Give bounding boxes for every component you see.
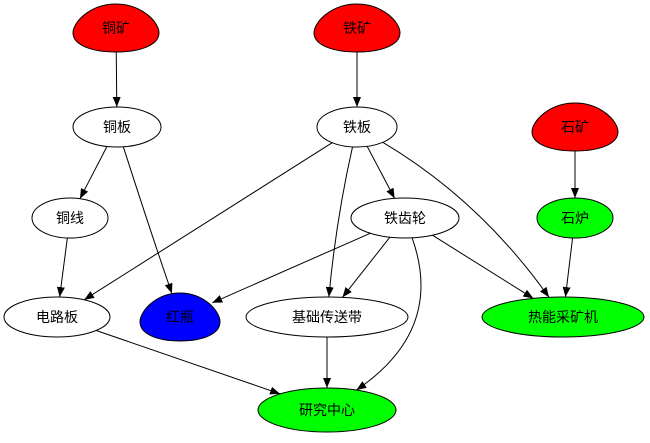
node-label: 红瓶 xyxy=(166,310,194,326)
node-lab[interactable]: 研究中心 xyxy=(257,387,397,433)
node-red-flask[interactable]: 红瓶 xyxy=(139,292,221,342)
node-shape xyxy=(245,296,409,338)
node-label: 铁齿轮 xyxy=(384,211,426,227)
node-shape xyxy=(72,3,160,53)
node-drill[interactable]: 热能采矿机 xyxy=(481,296,645,338)
node-iron-plate[interactable]: 铁板 xyxy=(316,106,398,148)
edge-iron_gear-to-lab xyxy=(356,237,422,391)
node-shape xyxy=(139,292,221,342)
node-shape xyxy=(350,197,460,239)
node-iron-ore[interactable]: 铁矿 xyxy=(313,3,401,53)
node-shape xyxy=(3,296,111,338)
node-stone-furnace[interactable]: 石炉 xyxy=(536,197,614,239)
node-shape xyxy=(316,106,398,148)
node-shape xyxy=(536,197,614,239)
node-shape xyxy=(531,102,619,152)
node-label: 铁板 xyxy=(343,120,371,136)
edge-copper_plate-to-copper_wire xyxy=(79,146,108,199)
node-shape xyxy=(313,3,401,53)
edge-copper_plate-to-red_flask xyxy=(122,146,173,294)
edge-iron_plate-to-drill xyxy=(382,141,550,298)
edge-copper_ore-to-copper_plate xyxy=(112,51,121,108)
node-label: 石矿 xyxy=(561,120,589,136)
node-shape xyxy=(72,106,162,148)
node-label: 基础传送带 xyxy=(292,309,362,326)
node-label: 研究中心 xyxy=(299,403,355,419)
node-label: 铜板 xyxy=(103,120,131,136)
edge-circuit-to-lab xyxy=(95,330,281,395)
node-shape xyxy=(481,296,645,338)
edge-stone_furnace-to-drill xyxy=(562,237,574,298)
node-iron-gear[interactable]: 铁齿轮 xyxy=(350,197,460,239)
node-shape xyxy=(31,197,109,239)
edge-iron_plate-to-circuit xyxy=(83,142,333,301)
node-copper-plate[interactable]: 铜板 xyxy=(72,106,162,148)
edge-iron_gear-to-drill xyxy=(432,234,534,299)
node-circuit[interactable]: 电路板 xyxy=(3,296,111,338)
node-shape xyxy=(257,387,397,433)
node-label: 电路板 xyxy=(36,310,78,326)
node-label: 铜线 xyxy=(56,211,84,227)
node-label: 铁矿 xyxy=(343,21,371,37)
edge-copper_wire-to-circuit xyxy=(56,237,68,298)
edge-iron_gear-to-red_flask xyxy=(212,232,371,304)
node-label: 铜矿 xyxy=(102,21,130,37)
node-label: 石炉 xyxy=(561,211,589,227)
node-copper-ore[interactable]: 铜矿 xyxy=(72,3,160,53)
node-label: 热能采矿机 xyxy=(528,310,598,326)
node-belt[interactable]: 基础传送带 xyxy=(245,296,409,338)
edge-iron_plate-to-belt xyxy=(325,146,353,298)
edge-iron_plate-to-iron_gear xyxy=(366,146,396,199)
node-copper-wire[interactable]: 铜线 xyxy=(31,197,109,239)
edge-iron_gear-to-belt xyxy=(342,236,391,298)
node-stone-ore[interactable]: 石矿 xyxy=(531,102,619,152)
